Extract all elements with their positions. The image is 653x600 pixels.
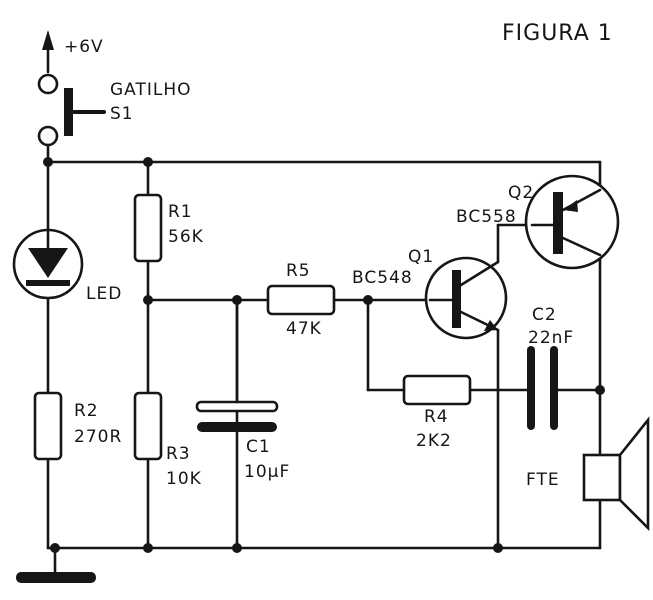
r2-value: 270R [74, 427, 122, 447]
figure-title: FIGURA 1 [502, 21, 613, 46]
q2-ref: Q2 [508, 183, 534, 203]
capacitor-c1 [195, 298, 279, 432]
resistor-r2 [33, 391, 63, 461]
transistor-q1 [424, 256, 508, 340]
speaker-label: FTE [526, 470, 560, 490]
q1-ref: Q1 [408, 247, 434, 267]
r5-value: 47K [286, 319, 322, 339]
resistor-r1 [133, 193, 163, 263]
c2-value: 22nF [528, 328, 574, 348]
r2-ref: R2 [74, 401, 99, 421]
c1-ref: C1 [246, 437, 271, 457]
capacitor-c2 [527, 346, 558, 430]
r4-ref: R4 [424, 407, 449, 427]
resistor-r3 [133, 391, 163, 461]
resistor-r4 [402, 374, 472, 406]
c2-ref: C2 [532, 305, 557, 325]
ground-symbol [16, 572, 96, 583]
junction-dots [43, 157, 605, 553]
q1-model: BC548 [352, 268, 413, 288]
trigger-switch [37, 88, 106, 147]
speaker-icon [582, 416, 650, 532]
supply-label: +6V [64, 37, 104, 57]
transistor-q2 [524, 174, 620, 270]
resistor-r5 [266, 284, 336, 316]
q2-model: BC558 [456, 207, 517, 227]
led-label: LED [86, 284, 122, 304]
r1-value: 56K [168, 227, 204, 247]
led-symbol [12, 228, 84, 300]
r1-ref: R1 [168, 202, 193, 222]
switch-name: GATILHO [110, 80, 192, 100]
r5-ref: R5 [286, 261, 311, 281]
r3-value: 10K [166, 469, 202, 489]
supply-terminal [37, 30, 59, 95]
switch-ref: S1 [110, 104, 134, 124]
r4-value: 2K2 [416, 431, 452, 451]
c1-value: 10µF [244, 462, 290, 482]
wiring [46, 143, 602, 574]
r3-ref: R3 [166, 444, 191, 464]
